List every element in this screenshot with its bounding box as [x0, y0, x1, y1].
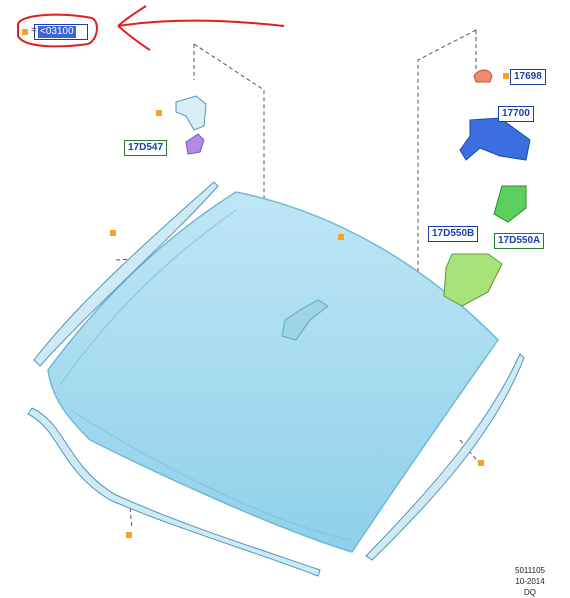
a-pillar-moulding-right [365, 353, 525, 561]
marker-17698 [503, 73, 509, 79]
callout-17700[interactable]: 17700 [498, 106, 534, 122]
footer-ref: 5011105 [515, 566, 545, 575]
part-17D547 [185, 133, 205, 155]
footer-date: 10-2014 [515, 577, 545, 586]
mirror-mount-bracket [281, 299, 329, 341]
part-17698 [473, 69, 493, 83]
callout-17D550A[interactable]: 17D550A [494, 233, 545, 249]
part-17D550A [493, 185, 527, 223]
callout-17698[interactable]: 17698 [510, 69, 546, 85]
part-17D550B [443, 253, 503, 307]
lower-seal-moulding [27, 407, 321, 577]
callout-17D547[interactable]: 17D547 [124, 140, 168, 156]
a-pillar-moulding-left [33, 181, 219, 367]
legend-frame [34, 24, 88, 40]
clip-part [175, 95, 207, 131]
red-arrow-annotation [117, 5, 285, 51]
windshield-inner-edge [59, 209, 351, 541]
marker-glass [338, 234, 344, 240]
callout-17D550B[interactable]: 17D550B [428, 226, 479, 242]
red-circle-annotation [17, 13, 98, 48]
marker-lower-seal [126, 532, 132, 538]
legend-value[interactable]: <03100 [38, 26, 76, 38]
marker-clip [156, 110, 162, 116]
windshield-glass [47, 191, 499, 553]
legend-equals: = [31, 25, 37, 36]
marker-left-moulding [110, 230, 116, 236]
marker-right-moulding [478, 460, 484, 466]
footer-code: DQ [524, 588, 536, 597]
part-17700 [459, 117, 531, 161]
legend-marker [22, 29, 28, 35]
